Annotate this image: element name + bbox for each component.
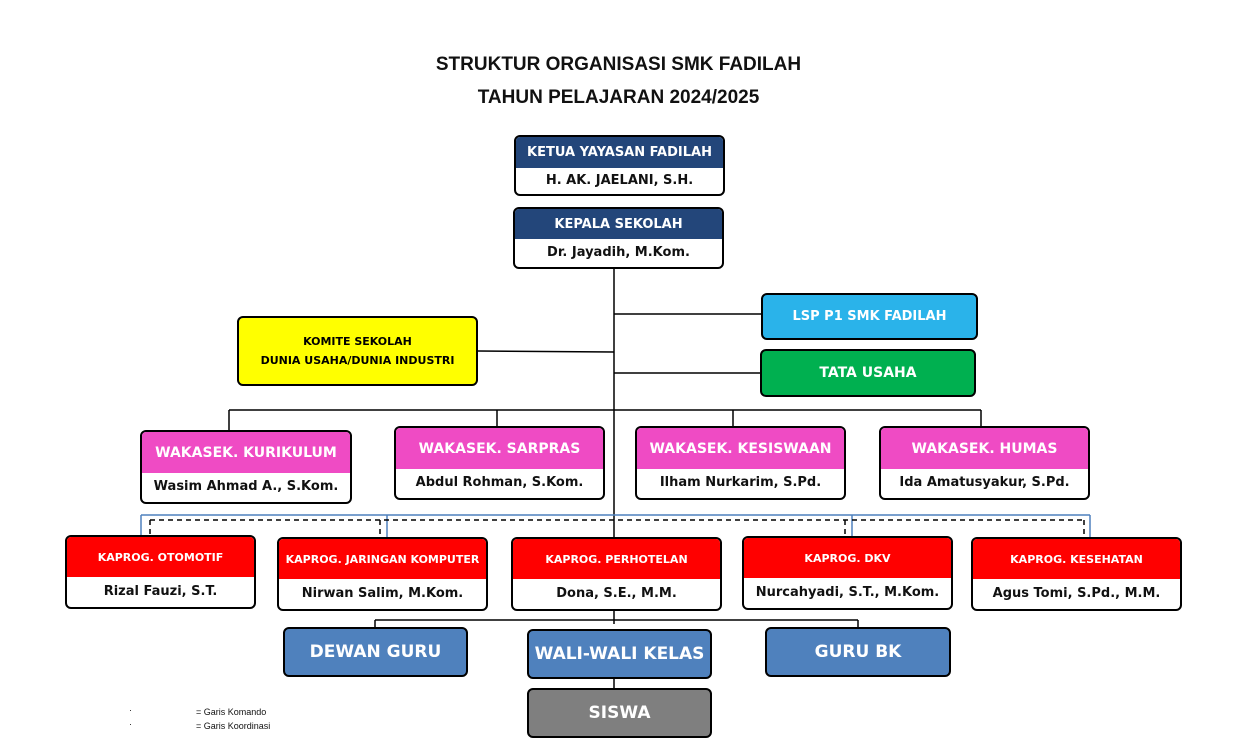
guru-bk-box: GURU BK	[765, 627, 951, 677]
page-subtitle: TAHUN PELAJARAN 2024/2025	[477, 87, 760, 108]
kaprog-name: Nurcahyadi, S.T., M.Kom.	[755, 584, 940, 600]
kepala-sekolah-name: Dr. Jayadih, M.Kom.	[547, 244, 690, 260]
wakasek-name: Ilham Nurkarim, S.Pd.	[659, 475, 822, 490]
wakasek-humas-box: WAKASEK. HUMAS Ida Amatusyakur, S.Pd.	[879, 426, 1090, 500]
kaprog-dkv-box: KAPROG. DKV Nurcahyadi, S.T., M.Kom.	[742, 536, 953, 610]
wakasek-role: WAKASEK. SARPRAS	[396, 428, 603, 469]
wakasek-kesiswaan-box: WAKASEK. KESISWAAN Ilham Nurkarim, S.Pd.	[635, 426, 846, 500]
kaprog-role: KAPROG. PERHOTELAN	[513, 539, 720, 579]
kaprog-role: KAPROG. OTOMOTIF	[67, 537, 254, 577]
wakasek-name: Wasim Ahmad A., S.Kom.	[153, 479, 339, 494]
kaprog-perhotelan-box: KAPROG. PERHOTELAN Dona, S.E., M.M.	[511, 537, 722, 611]
wakasek-name: Ida Amatusyakur, S.Pd.	[899, 475, 1070, 490]
kaprog-kesehatan-box: KAPROG. KESEHATAN Agus Tomi, S.Pd., M.M.	[971, 537, 1182, 611]
kaprog-name: Dona, S.E., M.M.	[556, 585, 677, 601]
tata-usaha-box: TATA USAHA	[760, 349, 976, 397]
kepala-sekolah-box: KEPALA SEKOLAH Dr. Jayadih, M.Kom.	[513, 207, 724, 269]
kaprog-name: Agus Tomi, S.Pd., M.M.	[992, 585, 1161, 601]
wakasek-role: WAKASEK. KESISWAAN	[637, 428, 844, 469]
kaprog-otomotif-box: KAPROG. OTOMOTIF Rizal Fauzi, S.T.	[65, 535, 256, 609]
legend-koordinasi: = Garis Koordinasi	[196, 721, 271, 731]
kaprog-name: Nirwan Salim, M.Kom.	[301, 585, 464, 601]
ketua-yayasan-name: H. AK. JAELANI, S.H.	[545, 172, 694, 188]
kaprog-name: Rizal Fauzi, S.T.	[103, 583, 218, 599]
legend-koordinasi-marker: ·	[129, 719, 132, 729]
komite-line-1: KOMITE SEKOLAH	[303, 335, 412, 348]
ketua-yayasan-role: KETUA YAYASAN FADILAH	[516, 137, 723, 168]
komite-sekolah-box: KOMITE SEKOLAH DUNIA USAHA/DUNIA INDUSTR…	[237, 316, 478, 386]
kaprog-jaringan-komputer-box: KAPROG. JARINGAN KOMPUTER Nirwan Salim, …	[277, 537, 488, 611]
kepala-sekolah-role: KEPALA SEKOLAH	[515, 209, 722, 239]
wakasek-name: Abdul Rohman, S.Kom.	[415, 475, 584, 490]
lsp-box: LSP P1 SMK FADILAH	[761, 293, 978, 340]
siswa-box: SISWA	[527, 688, 712, 738]
legend-komando: = Garis Komando	[196, 707, 267, 717]
wali-kelas-box: WALI-WALI KELAS	[527, 629, 712, 679]
wakasek-sarpras-box: WAKASEK. SARPRAS Abdul Rohman, S.Kom.	[394, 426, 605, 500]
legend-komando-marker: ·	[129, 705, 132, 715]
komite-line-2: DUNIA USAHA/DUNIA INDUSTRI	[260, 354, 455, 367]
komite-line	[477, 350, 615, 353]
dewan-guru-box: DEWAN GURU	[283, 627, 468, 677]
coordination-lines	[149, 519, 1085, 537]
wakasek-kurikulum-box: WAKASEK. KURIKULUM Wasim Ahmad A., S.Kom…	[140, 430, 352, 504]
wakasek-role: WAKASEK. KURIKULUM	[142, 432, 350, 473]
kaprog-role: KAPROG. JARINGAN KOMPUTER	[279, 539, 486, 579]
page-title: STRUKTUR ORGANISASI SMK FADILAH	[435, 54, 802, 75]
wakasek-role: WAKASEK. HUMAS	[881, 428, 1088, 469]
kaprog-role: KAPROG. DKV	[744, 538, 951, 578]
kaprog-role: KAPROG. KESEHATAN	[973, 539, 1180, 579]
ketua-yayasan-box: KETUA YAYASAN FADILAH H. AK. JAELANI, S.…	[514, 135, 725, 196]
